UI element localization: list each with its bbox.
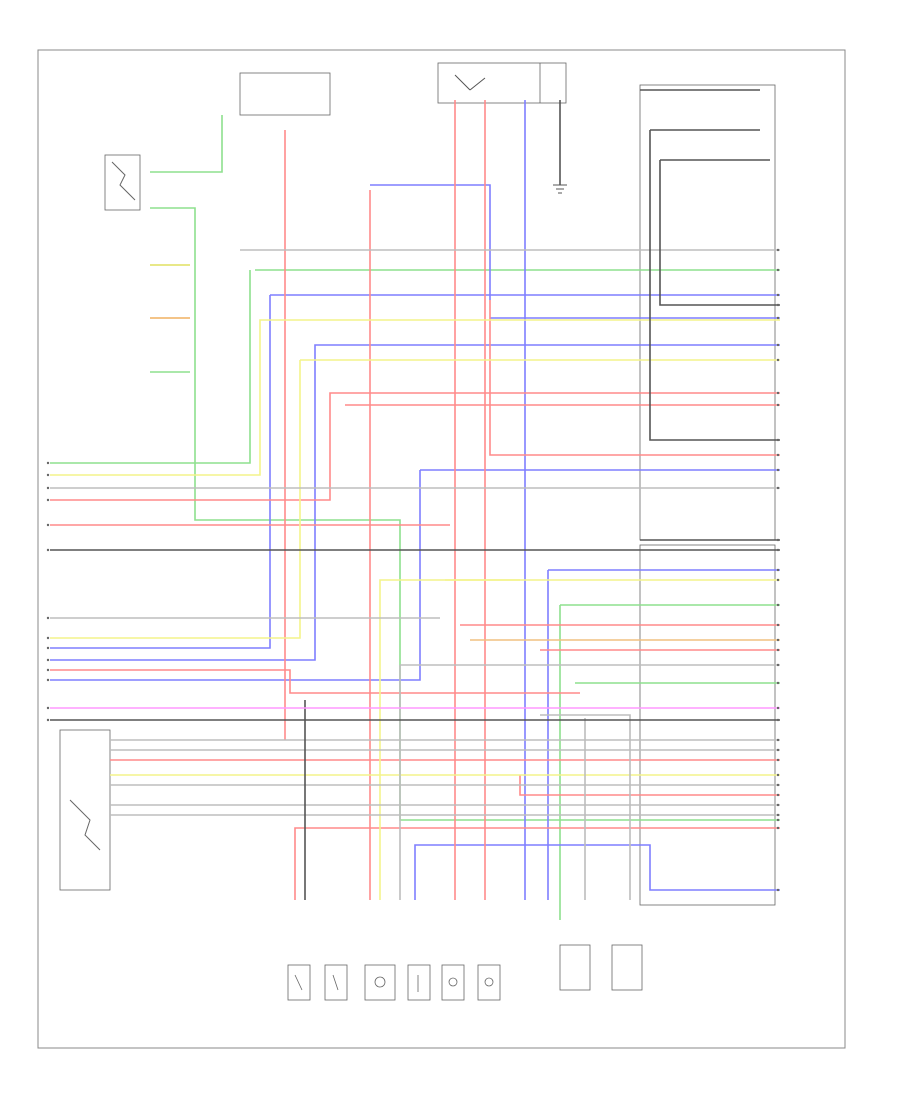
wire-blue-6 (50, 344, 780, 661)
ground-icon (553, 184, 567, 194)
right-connector-lower (639, 544, 776, 906)
wire-red-10 (50, 669, 580, 694)
wire-green-1 (150, 115, 223, 173)
bottom-left-connector (59, 729, 111, 891)
left-switch-box (104, 154, 141, 211)
right-connector (639, 84, 776, 541)
wire-blue-11 (414, 844, 780, 900)
wire-gray-10 (540, 714, 631, 900)
component-box-3 (364, 964, 396, 1001)
wire-red-6 (489, 300, 780, 456)
switch-box-top (437, 62, 567, 104)
component-box-1 (287, 964, 311, 1001)
right-connector-pins (776, 248, 780, 892)
wire-green-4 (50, 270, 251, 464)
component-box-6 (477, 964, 501, 1001)
component-box-5 (441, 964, 465, 1001)
wire-blue-4 (50, 295, 271, 649)
wire-green-2 (150, 207, 780, 821)
relay-box-top (239, 72, 331, 116)
wire-yellow-1 (50, 319, 780, 476)
component-box-2 (324, 964, 348, 1001)
component-box-8 (611, 944, 643, 991)
switch-icon (454, 74, 486, 91)
wire-yellow-3 (50, 360, 301, 639)
wire-blue-1 (370, 184, 491, 300)
left-connector-pins (46, 461, 50, 722)
component-box-4 (407, 964, 431, 1001)
wire-dark-3 (649, 130, 780, 441)
diagram-frame (37, 49, 846, 1049)
wire-red-4 (50, 392, 780, 501)
wire-red-13 (294, 827, 780, 900)
wire-dark-4 (659, 160, 780, 306)
sensor-icon (294, 974, 494, 992)
component-box-7 (559, 944, 591, 991)
wire-red-12 (519, 775, 780, 796)
wire-blue-8 (50, 470, 421, 681)
bottom-left-switch-icon (69, 799, 101, 851)
left-switch-icon (111, 161, 136, 201)
